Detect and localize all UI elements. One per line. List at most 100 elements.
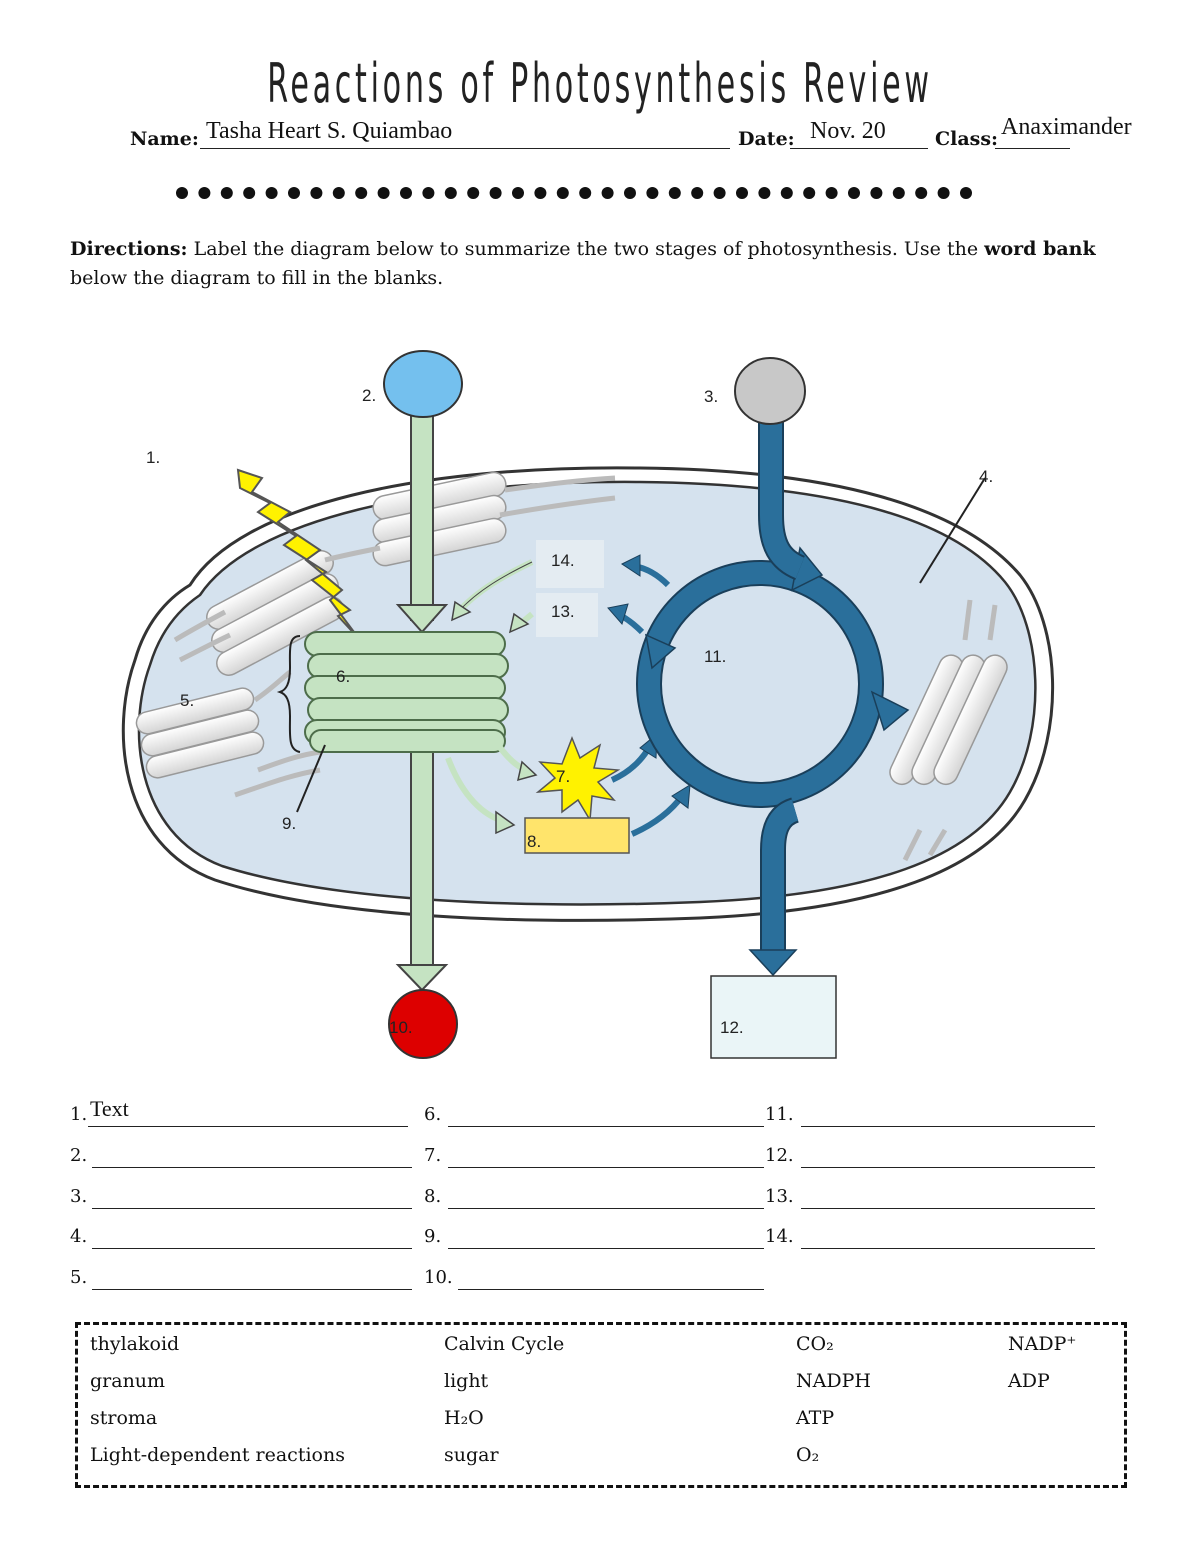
divider-dot [400,187,412,199]
arrow-to-8 [445,756,502,823]
word-bank-item: H₂O [444,1407,484,1429]
answer-row: 4. [70,1220,415,1252]
answer-row: 6. [424,1098,769,1130]
answer-field[interactable] [92,1226,412,1249]
divider-dot [937,187,950,199]
answer-number: 14. [765,1226,794,1247]
answer-row: 13. [765,1180,1105,1212]
diagram-label-13: 13. [551,602,575,621]
answer-row: 1. Text [70,1096,415,1130]
word-bank-item: light [444,1370,489,1392]
date-value: Nov. 20 [810,118,886,144]
divider-dot [713,187,726,199]
answer-field[interactable] [458,1267,764,1290]
diagram-label-11: 11. [704,647,726,666]
answer-field[interactable] [801,1104,1095,1127]
divider-dot [355,187,368,199]
answer-field[interactable] [801,1186,1095,1209]
answer-row: 3. [70,1180,415,1212]
answer-field[interactable] [801,1226,1095,1249]
diagram-label-2: 2. [362,386,376,405]
diagram-label-12: 12. [720,1018,744,1037]
answer-field[interactable] [92,1267,412,1290]
divider-dot [960,187,972,199]
answer-field[interactable] [92,1145,412,1168]
divider-dot [332,187,345,199]
answer-field[interactable] [448,1145,764,1168]
class-field[interactable]: Anaximander [995,114,1132,149]
divider-dot [512,187,524,199]
answer-row: 9. [424,1220,769,1252]
answer-number: 11. [765,1104,794,1125]
word-bank-item: ATP [796,1407,835,1429]
green-arrow-shaft-bottom [410,751,434,968]
answer-field[interactable] [448,1226,764,1249]
name-field[interactable]: Tasha Heart S. Quiambao [200,118,730,149]
box-12 [710,975,837,1059]
answer-number: 1. [70,1104,88,1125]
directions-label: Directions: [70,238,188,260]
word-bank-column: CO₂ NADPH ATP O₂ [796,1333,976,1481]
arrow-cycle-to-14-head [621,554,641,577]
word-bank-item: granum [90,1370,166,1392]
leader-9 [296,744,326,813]
divider-dot [803,187,816,199]
word-bank-item: Calvin Cycle [444,1333,565,1355]
arrow-cycle-to-13-head [607,603,629,626]
answer-number: 2. [70,1145,88,1166]
divider-dot [556,187,569,199]
answer-number: 3. [70,1186,88,1207]
answer-value: Text [90,1096,129,1121]
diagram-label-5: 5. [180,691,194,710]
directions-text-2: below the diagram to fill in the blanks. [70,267,444,289]
divider-dot [870,187,883,199]
arrow-8-to-cycle-head [671,784,691,809]
circle-3 [734,357,806,425]
divider-dot [467,187,480,199]
circle-2 [383,350,463,418]
answer-number: 8. [424,1186,442,1207]
box-8 [524,817,630,854]
date-field[interactable]: Nov. 20 [790,118,928,149]
directions-word-bank: word bank [984,238,1096,260]
diagram-label-7: 7. [556,767,570,786]
arrow-14-head [451,600,472,622]
arrow-to-8-head [495,810,516,835]
word-bank-item: ADP [1008,1370,1050,1392]
answer-number: 4. [70,1226,88,1247]
divider-dot [265,187,278,199]
answer-field[interactable] [448,1186,764,1209]
divider-dot [758,187,771,199]
cycle-arrowhead-right [870,690,910,732]
green-arrow-head-bottom [395,964,449,992]
diagram-label-4: 4. [979,467,993,486]
dot-divider [176,187,972,199]
answer-row: 11. [765,1098,1105,1130]
divider-dot [825,187,838,199]
diagram-label-1: 1. [146,448,160,467]
diagram-label-9: 9. [282,814,296,833]
green-arrow-head-top [395,604,449,634]
divider-dot [220,187,233,199]
box-13 [536,593,598,637]
word-bank-item: CO₂ [796,1333,834,1355]
divider-dot [848,187,860,199]
answer-row: 5. [70,1261,415,1293]
leader-4 [919,477,986,584]
answer-number: 12. [765,1145,794,1166]
answer-field[interactable] [92,1186,412,1209]
divider-dot [444,187,457,199]
answer-field[interactable]: Text [88,1096,408,1127]
divider-dot [377,187,390,199]
divider-dot [579,187,592,199]
granum-brace [276,635,301,753]
answer-field[interactable] [448,1104,764,1127]
divider-dot [780,187,793,199]
word-bank-item: Light-dependent reactions [90,1444,345,1466]
class-value: Anaximander [1001,114,1132,140]
circle-10 [388,989,458,1059]
chloroplast-diagram: 1. 2. 3. 4. 5. 6. 7. 8. 9. 10. 11. 12. 1… [121,350,1054,1059]
answer-row: 2. [70,1139,415,1171]
divider-dot [310,187,323,199]
answer-field[interactable] [801,1145,1095,1168]
